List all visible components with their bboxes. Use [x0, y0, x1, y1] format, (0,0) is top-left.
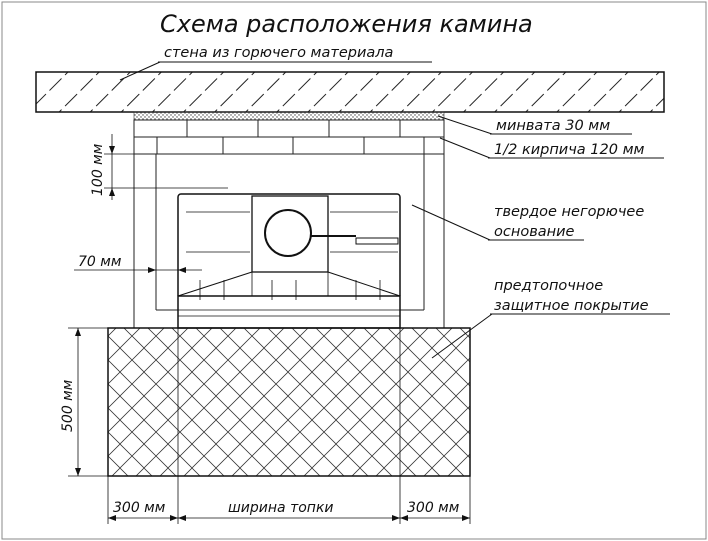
covering-label-line2: защитное покрытие — [494, 298, 649, 314]
gap-top-dim-label: 100 мм — [90, 143, 106, 196]
floor-left-arrow-b — [170, 515, 178, 521]
solid-base-leader — [411, 204, 491, 241]
floor-left-arrow-a — [108, 515, 116, 521]
mineral-wool-layer — [133, 111, 445, 121]
brick-label: 1/2 кирпича 120 мм — [494, 142, 645, 158]
gap-side-arrow-a — [148, 267, 156, 273]
gap-top-arrow-a — [109, 146, 115, 154]
combustible-wall — [35, 71, 665, 113]
solid-base-outline — [133, 154, 445, 328]
covering-leader — [431, 313, 493, 359]
brick-leader — [439, 137, 491, 159]
flue-pipe — [264, 209, 312, 257]
gap-side-dim-label: 70 мм — [78, 254, 122, 270]
covering-label-line1: предтопочное — [494, 278, 603, 294]
wall-label: стена из горючего материала — [164, 45, 393, 61]
wall-leader-line — [119, 61, 161, 81]
depth-dim-label: 500 мм — [60, 379, 76, 432]
depth-arrow-b — [75, 468, 81, 476]
bottom-extension-lines — [107, 328, 471, 524]
mineral-wool-leader — [437, 115, 493, 135]
mineral-wool-label: минвата 30 мм — [496, 118, 610, 134]
gap-side-arrow-b — [178, 267, 186, 273]
fireplace-insert — [177, 193, 401, 329]
solid-base-label-line2: основание — [494, 224, 575, 240]
gap-top-arrow-b — [109, 188, 115, 196]
depth-arrow-a — [75, 328, 81, 336]
firebox-width-arrow-a — [178, 515, 186, 521]
firebox-width-arrow-b — [392, 515, 400, 521]
damper-handle — [355, 237, 399, 245]
floor-left-dim-label: 300 мм — [113, 500, 166, 516]
floor-right-arrow-b — [462, 515, 470, 521]
pre-firebox-covering — [107, 327, 471, 477]
solid-base-label-line1: твердое негорючее — [494, 204, 644, 220]
brick-layer — [133, 119, 445, 155]
firebox-width-dim-label: ширина топки — [228, 500, 334, 516]
diagram-title: Схема расположения камина — [160, 10, 533, 38]
floor-right-arrow-a — [400, 515, 408, 521]
floor-right-dim-label: 300 мм — [407, 500, 460, 516]
